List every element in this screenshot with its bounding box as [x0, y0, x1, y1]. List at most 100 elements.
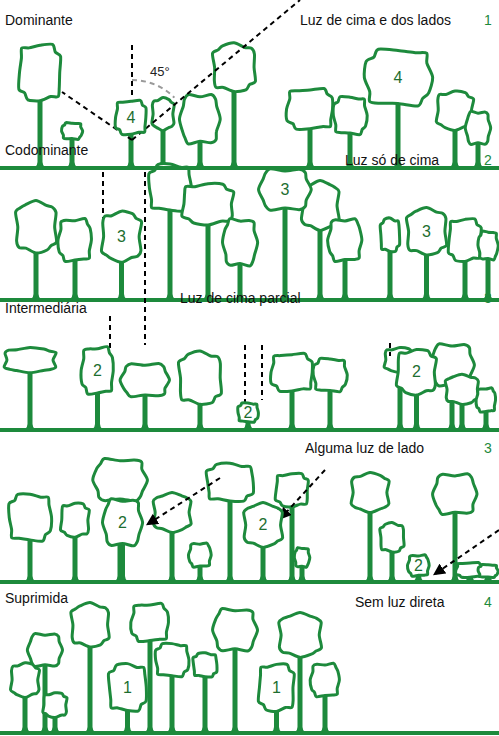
crown-shape [258, 664, 294, 712]
crown-shape [103, 499, 143, 546]
tree-crown [60, 503, 89, 537]
caption-text: Codominante [5, 142, 88, 158]
tree-crown [27, 633, 62, 666]
tree-crown [433, 474, 477, 515]
tree-crown [445, 374, 479, 404]
crown-shape [244, 502, 283, 547]
tree-crown [478, 231, 498, 260]
tree-crown [328, 219, 362, 262]
light-ray [131, 45, 133, 97]
crown-class-number: 1 [123, 679, 132, 697]
crown-class-number: 3 [117, 228, 126, 246]
tree-crown [120, 364, 169, 397]
tree-crown [448, 219, 481, 262]
ground-line [0, 428, 499, 432]
tree-crown: 3 [98, 208, 145, 265]
tree-crown [179, 94, 220, 144]
caption-text: Sem luz direta [355, 594, 444, 610]
crown-class-number: 3 [281, 181, 290, 199]
ground-line [0, 580, 499, 584]
tree-crown [131, 603, 169, 641]
ground-line [0, 731, 499, 735]
tree-crown [333, 96, 367, 134]
tree-crown [294, 548, 309, 568]
caption-text: Suprimida [5, 590, 68, 606]
tree-crown: 2 [100, 495, 145, 550]
tree-crown [313, 358, 347, 392]
crown-class-number: 2 [118, 514, 127, 532]
tree-crown [71, 603, 109, 647]
tree-crown [310, 663, 339, 697]
crown-class-number: 2 [244, 404, 253, 422]
light-ray [132, 0, 300, 140]
tree-crown [223, 219, 258, 266]
tree-crown [188, 543, 211, 567]
tree-crown [43, 693, 67, 718]
tree-crown: 2 [235, 400, 261, 425]
tree-crown [182, 184, 234, 226]
crown-shape [101, 211, 141, 262]
tree-crown [271, 353, 313, 391]
side-light-arrow [281, 470, 325, 518]
tree-crown [465, 111, 490, 144]
crown-class-number: 2 [259, 516, 268, 534]
class-number: 1 [484, 12, 492, 28]
crown-class-number: 2 [414, 557, 423, 575]
tree-crown: 1 [255, 660, 298, 715]
crown-class-number: 4 [394, 69, 403, 87]
tree-crown: 3 [256, 165, 314, 214]
tree-crown [93, 458, 148, 501]
crown-shape [406, 208, 446, 255]
class-number: 3 [484, 440, 492, 456]
caption-text: Luz só de cima [345, 152, 439, 168]
crown-shape [108, 664, 146, 712]
crown-shape [81, 347, 113, 395]
crown-class-number: 1 [272, 679, 281, 697]
angle-label: 45° [150, 64, 170, 80]
tree-crown: 1 [105, 660, 150, 715]
class-number: 3 [484, 290, 492, 306]
tree-crown: 2 [393, 346, 440, 398]
tree-crown [279, 612, 322, 657]
class-number: 2 [484, 152, 492, 168]
tree-crown: 4 [112, 97, 150, 138]
tree-crown [478, 564, 498, 577]
crown-class-number: 2 [412, 363, 421, 381]
class-number: 4 [484, 594, 492, 610]
tree-crown: 4 [360, 45, 436, 110]
caption-text: Luz de cima e dos lados [300, 12, 451, 28]
tree-crown [9, 494, 52, 541]
light-ray [109, 316, 111, 348]
side-light-arrow [148, 478, 220, 524]
tree-crown [4, 347, 56, 372]
crown-shape [364, 49, 432, 106]
light-ray [244, 345, 246, 402]
crown-class-number: 2 [93, 362, 102, 380]
light-ray [261, 345, 263, 400]
tree-crown [193, 653, 217, 677]
tree-crown [206, 463, 253, 501]
crown-shape [115, 100, 146, 134]
caption-text: Luz de cima parcial [180, 290, 301, 306]
tree-crown [178, 351, 221, 404]
tree-crown [476, 388, 495, 412]
tree-crown [19, 44, 61, 101]
tree-crown: 2 [405, 552, 432, 579]
tree-crown [380, 218, 400, 252]
crown-shape [407, 555, 429, 577]
tree-crown [155, 643, 189, 677]
tree-crown [58, 218, 91, 261]
side-light-arrow [435, 530, 499, 574]
crown-class-number: 3 [422, 223, 431, 241]
tree-crown: 2 [78, 343, 117, 398]
caption-text: Alguma luz de lado [305, 440, 424, 456]
tree-crown [213, 609, 258, 652]
tree-crown: 3 [403, 205, 450, 258]
angle-arc [132, 80, 174, 98]
tree-crown [380, 523, 404, 552]
caption-text: Intermediária [5, 300, 87, 316]
crown-shape [259, 169, 312, 210]
tree-crown [286, 88, 332, 129]
tree-crown [351, 473, 389, 513]
